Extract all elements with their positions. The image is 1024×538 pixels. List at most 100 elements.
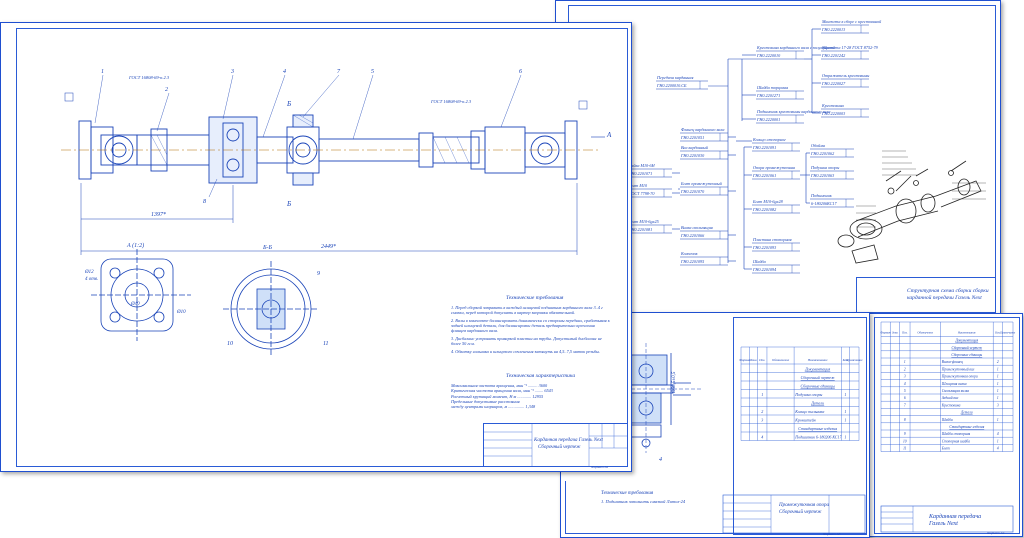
row-name: Сборочные единицы — [951, 353, 982, 357]
main-title-2: Сборочный чертеж — [538, 445, 581, 450]
row-name: Болт — [941, 447, 950, 451]
dim-d10: Ø10 — [176, 310, 186, 315]
callout-10: 10 — [227, 341, 233, 347]
row-name: Документация — [804, 367, 830, 372]
spec-title-1: Карданная передача — [929, 514, 982, 520]
row-qty: 1 — [997, 396, 999, 400]
spec-item: Максимальная частота вращения, мин⁻¹ ...… — [451, 383, 548, 388]
table-header: Зона — [750, 358, 757, 362]
callout-3: 3 — [230, 69, 234, 75]
row-name: Стопорная шайба — [942, 438, 970, 443]
tree-mid-2-code: ГН0.2201070 — [680, 189, 705, 194]
tree-mid-9-name: Колпачок — [680, 251, 698, 256]
row-qty: 1 — [997, 382, 999, 386]
drawing-frame — [733, 317, 867, 535]
technical-notes: 1. Перед сборкой заправить в каждый шлиц… — [451, 305, 611, 356]
tree-mid-1-name: Вал карданный — [681, 145, 709, 150]
row-pos: 4 — [904, 382, 906, 386]
tree-title-1: Структурная схема сборки сборки — [907, 288, 989, 294]
tree-group-4-name: Манжета 17-28 ГОСТ 8752-79 — [821, 45, 879, 50]
title-block: Структурная схема сборки сборки карданно… — [856, 277, 995, 312]
table-header: Кол. — [994, 330, 1000, 334]
row-pos: 2 — [904, 367, 906, 371]
tree-mid-6-code: ГН0.2201082 — [752, 207, 776, 212]
notes-heading: Технические требования — [506, 295, 564, 301]
tree-left-0-name: Гайка М10-6Н — [628, 163, 656, 168]
tree-group-6-name: Крестовина — [821, 103, 844, 108]
note-item: 3. Дисбаланс устранить приваркой пластин… — [451, 335, 602, 347]
callout-8: 8 — [203, 199, 206, 205]
table-header: Зона — [892, 330, 898, 334]
specs-heading: Техническая характеристика — [506, 373, 576, 379]
tree-group-0: Крестовина карданного вала с полумуфтойГ… — [756, 45, 836, 60]
gost-left-label: ГОСТ 16808-69-n.2.3 — [128, 75, 170, 80]
row-pos: 4 — [761, 435, 763, 440]
tree-left-0: Гайка М10-6Н ГН0.2201071 — [628, 163, 672, 178]
row-qty: 1 — [997, 439, 999, 443]
row-pos: 2 — [761, 409, 763, 414]
tree-left-0-code: ГН0.2201071 — [628, 171, 652, 176]
row-qty: 1 — [997, 367, 999, 371]
table-header: Поз. — [901, 330, 908, 334]
sheet-format-label: Формат А3 — [823, 532, 841, 536]
view-a-label: А (1:2) — [126, 242, 144, 249]
row-qty: 1 — [997, 375, 999, 379]
row-name: Задний вал — [942, 395, 959, 400]
section-a-marker: А — [606, 131, 612, 139]
callout-1: 1 — [101, 69, 104, 75]
title-block: Карданная передача Газель Next Сборочный… — [483, 423, 627, 466]
tree-mid-0-name: Фланец карданного вала — [681, 127, 724, 132]
callout-7: 7 — [337, 69, 341, 75]
table-header: Поз. — [758, 358, 765, 362]
tree-left-1-name: Болт М10 — [628, 183, 648, 188]
table-header: Формат — [880, 330, 890, 334]
tree-right-0-code: ГН0.2201062 — [810, 151, 834, 156]
view-b-label: Б-Б — [262, 245, 273, 251]
support-title-2: Сборочный чертеж — [779, 510, 822, 515]
row-name: Подушка опоры — [794, 392, 822, 397]
callout-2: 2 — [165, 87, 168, 93]
tree-group-3-name: Манжета в сборе с крестовиной — [821, 19, 882, 24]
tree-group-5-code: ГН0.2220027 — [821, 81, 846, 86]
sheet-format-label: Формат А4 — [987, 531, 1005, 535]
row-name: Кронштейн — [794, 418, 815, 423]
tree-group-1-name: Шайба торцовая — [756, 85, 788, 90]
row-pos: 3 — [761, 418, 763, 423]
row-pos: 7 — [904, 403, 906, 407]
tree-group-0-code: ГН0.2220010 — [756, 53, 781, 58]
tree-title-2: карданной передачи Газель Next — [907, 295, 982, 301]
tree-left-1-code: ГОСТ 7798-70 — [628, 191, 655, 196]
row-qty: 1 — [844, 418, 846, 423]
tree-mid-6-name: Болт М10-6gx28 — [752, 199, 784, 204]
row-name: Стандартные изделия — [798, 426, 837, 431]
tree-mid-5-name: Опора промежуточная — [753, 165, 795, 170]
row-qty: 4 — [997, 447, 999, 451]
spec-item: Предельные допустимые расстояния — [451, 399, 520, 405]
row-pos: 1 — [761, 392, 763, 397]
row-qty: 2 — [997, 360, 999, 364]
dim-holes-count: 4 отв. — [85, 277, 98, 282]
row-pos: 9 — [904, 432, 906, 436]
sheet-format-label: Формат А1 — [591, 465, 609, 469]
row-name: Стандартные изделия — [949, 425, 984, 429]
row-name: Сборочные единицы — [801, 384, 836, 389]
section-b-bottom: Б — [286, 200, 291, 208]
drawing-frame — [16, 28, 628, 467]
row-pos: 8 — [904, 418, 906, 422]
table-header: Наименование — [807, 358, 828, 362]
